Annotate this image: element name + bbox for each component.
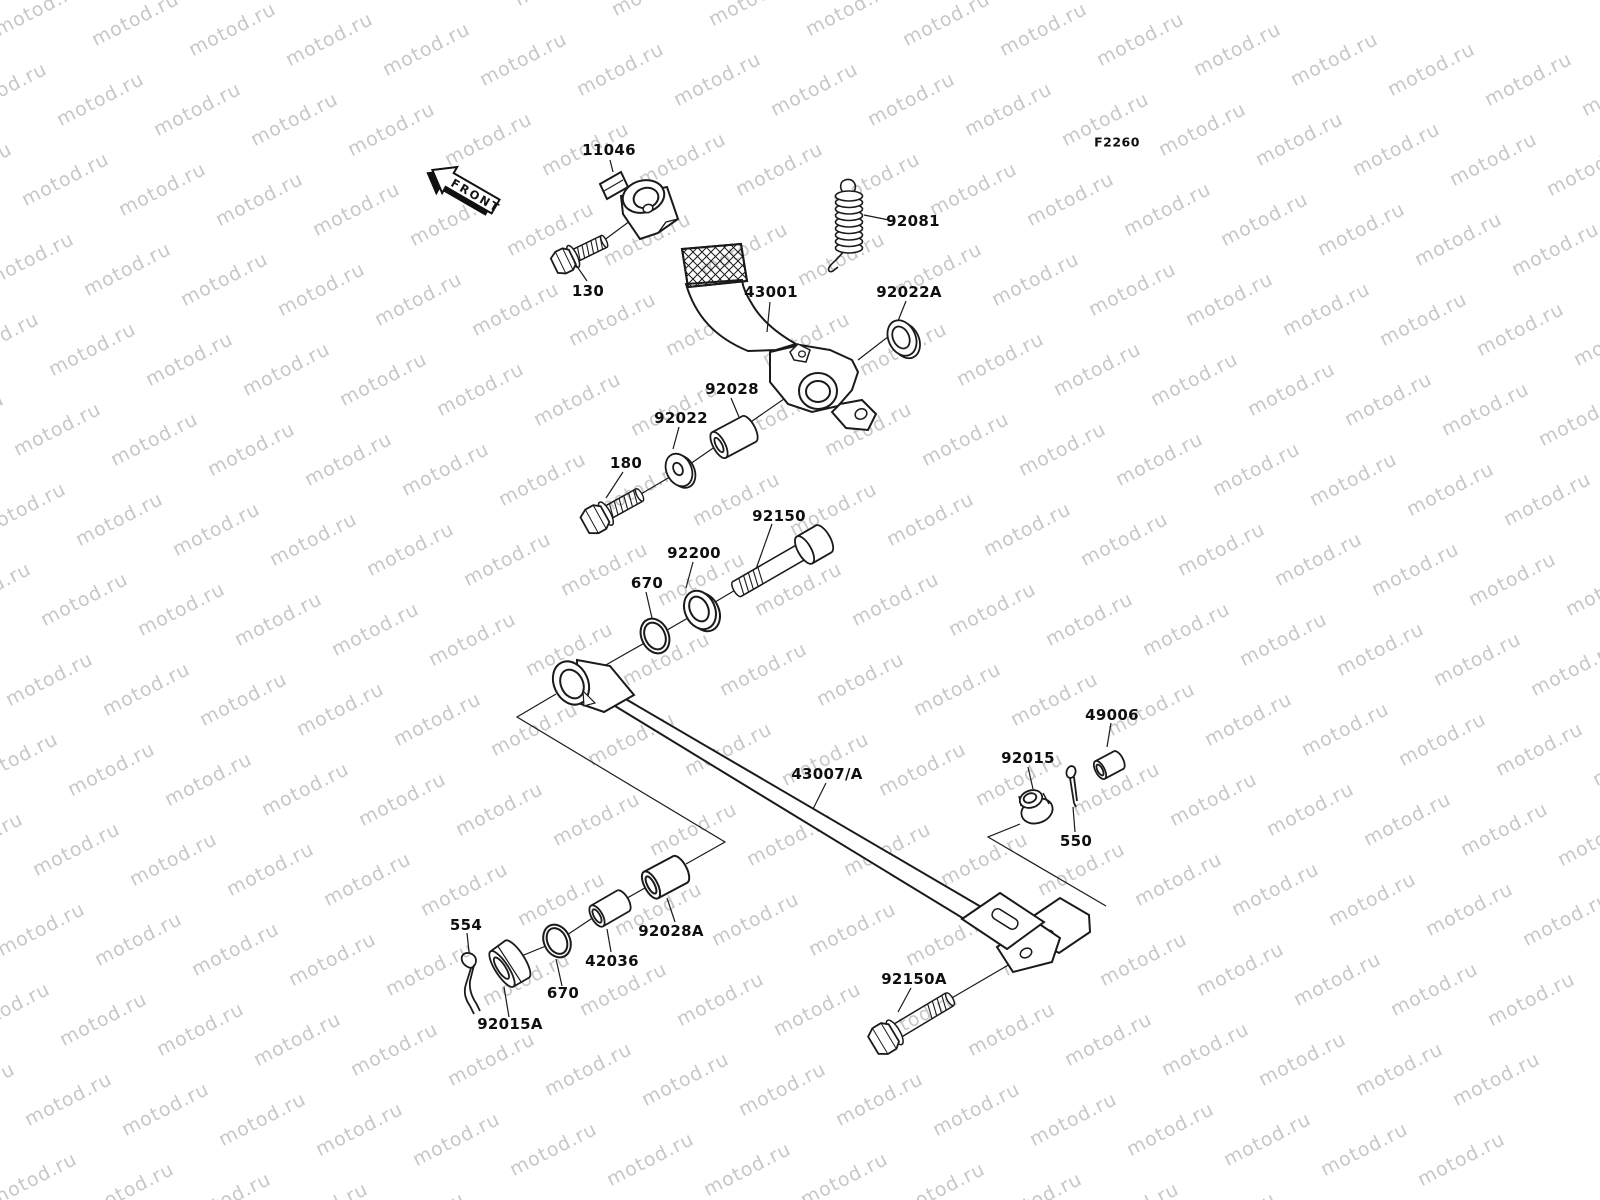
leader-lines bbox=[466, 159, 1112, 1018]
figure-code: F2260 bbox=[1094, 134, 1140, 150]
part-label-92150: 92150 bbox=[752, 507, 806, 525]
bushing-92028A-drawing bbox=[640, 854, 691, 900]
bolt-180-drawing bbox=[579, 488, 645, 535]
part-label-92028: 92028 bbox=[705, 380, 759, 398]
part-label-92028A: 92028A bbox=[638, 922, 704, 940]
part-label-670-upper: 670 bbox=[630, 574, 664, 592]
cotter-pin-550-drawing bbox=[1065, 765, 1078, 808]
part-label-92022: 92022 bbox=[654, 409, 708, 427]
part-label-670-lower: 670 bbox=[546, 984, 580, 1002]
washer-92022-drawing bbox=[664, 452, 697, 489]
part-label-554: 554 bbox=[449, 916, 483, 934]
o-ring-670-upper-drawing bbox=[639, 617, 671, 655]
part-label-130: 130 bbox=[571, 282, 605, 300]
part-label-49006: 49006 bbox=[1085, 706, 1139, 724]
rod-clevis-drawing bbox=[960, 891, 1092, 974]
bolt-92150-drawing bbox=[731, 524, 835, 598]
part-label-43001: 43001 bbox=[744, 283, 798, 301]
part-label-11046: 11046 bbox=[582, 141, 636, 159]
nut-92015-drawing bbox=[1018, 789, 1054, 825]
bracket-11046-drawing bbox=[598, 170, 680, 241]
front-arrow: FRONT bbox=[426, 165, 503, 216]
hairpin-clip-554-drawing bbox=[460, 952, 481, 1015]
bushing-92028-drawing bbox=[709, 415, 759, 460]
part-label-92015A: 92015A bbox=[477, 1015, 543, 1033]
washer-92200-drawing bbox=[682, 589, 722, 633]
bolt-130-drawing bbox=[549, 234, 609, 275]
part-label-92081: 92081 bbox=[886, 212, 940, 230]
assembly-lines bbox=[496, 208, 1107, 1000]
bolt-92150A-drawing bbox=[867, 992, 956, 1055]
part-label-92150A: 92150A bbox=[881, 970, 947, 988]
part-label-92200: 92200 bbox=[667, 544, 721, 562]
part-label-92015: 92015 bbox=[1001, 749, 1055, 767]
sleeve-42036-drawing bbox=[588, 889, 632, 928]
o-ring-670-lower-drawing bbox=[542, 923, 572, 959]
part-label-550: 550 bbox=[1059, 832, 1093, 850]
brake-rod-43007-drawing bbox=[551, 658, 985, 927]
washer-92022A-drawing bbox=[886, 319, 921, 360]
part-label-43007A: 43007/A bbox=[791, 765, 863, 783]
part-label-42036: 42036 bbox=[585, 952, 639, 970]
bushing-49006-drawing bbox=[1092, 750, 1126, 780]
brake-pedal-43001-drawing bbox=[680, 242, 878, 432]
spring-92081-drawing bbox=[827, 178, 864, 273]
part-label-92022A: 92022A bbox=[876, 283, 942, 301]
part-label-180: 180 bbox=[609, 454, 643, 472]
nut-92015A-drawing bbox=[488, 939, 532, 988]
